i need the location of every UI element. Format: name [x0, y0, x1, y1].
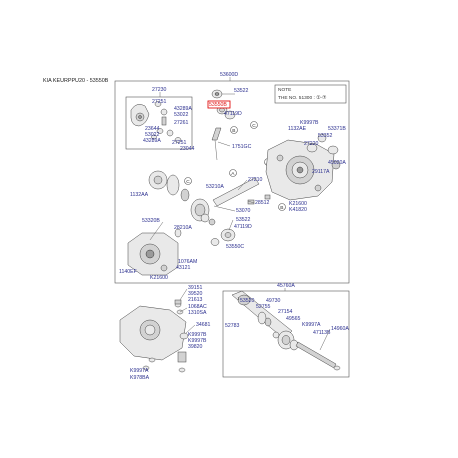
part-label-39820[interactable]: 39820: [188, 344, 203, 350]
callout-letter: C: [186, 179, 190, 185]
part-label-53070[interactable]: 53070: [236, 208, 251, 214]
part-label-53520[interactable]: 53520: [240, 298, 255, 304]
part-label-K9997B[interactable]: K9997B: [300, 120, 319, 126]
part-label-K9997Ab[interactable]: K9997A: [302, 322, 321, 328]
part-label-47119Db[interactable]: 47119D: [234, 224, 252, 230]
part-label-47119D[interactable]: 47119D: [224, 111, 242, 117]
part-label-K9997A[interactable]: K9997A: [130, 368, 149, 374]
part-label-28210A[interactable]: 28210A: [174, 225, 192, 231]
part-label-45760A[interactable]: 45760A: [277, 283, 295, 289]
part-label-1076AM[interactable]: 1076AM: [178, 259, 197, 265]
highlighted-part-box[interactable]: [207, 100, 231, 109]
part-label-53022b[interactable]: 53022: [145, 132, 160, 138]
actuator-assembly-drawing: [119, 299, 189, 373]
differential-housing-drawing: [265, 133, 341, 201]
part-label-27251b[interactable]: 27251: [172, 140, 187, 146]
part-label-1751GC[interactable]: 1751GC: [232, 144, 252, 150]
part-label-23644[interactable]: 23644: [145, 126, 160, 132]
callout-circle: [278, 203, 286, 211]
part-label-K9997Bb[interactable]: K9997B: [188, 338, 207, 344]
differential-case-drawing: [130, 101, 182, 143]
carrier-housing-drawing: [127, 228, 182, 276]
part-label-27251[interactable]: 27251: [152, 99, 167, 105]
assembly-frame: [114, 80, 350, 284]
part-label-14960A[interactable]: 14960A: [331, 326, 349, 332]
part-label-K21600[interactable]: K21600: [289, 201, 307, 207]
ring-gear-drawing: [148, 170, 271, 246]
part-label-1132AA[interactable]: 1132AA: [130, 192, 149, 198]
part-label-1132AE[interactable]: 1132AE: [288, 126, 307, 132]
part-label-1140EF[interactable]: 1140EF: [119, 269, 137, 275]
part-label-53522[interactable]: 53522: [234, 88, 249, 94]
part-label-53550C[interactable]: 53550C: [226, 244, 244, 250]
callout-letter: A: [231, 171, 235, 177]
part-label-28512[interactable]: 28512: [255, 200, 270, 206]
part-label-27220[interactable]: 27220: [304, 141, 319, 147]
callout-circle: [230, 126, 238, 134]
part-label-K21600b[interactable]: K21600: [150, 275, 168, 281]
part-label-53371B[interactable]: 53371B: [328, 126, 346, 132]
note-box: [274, 84, 347, 104]
part-label-49730[interactable]: 49730: [266, 298, 281, 304]
part-label-K41820[interactable]: K41820: [289, 207, 307, 213]
callout-circle: [229, 169, 237, 177]
diff-case-subframe: [125, 96, 193, 150]
part-label-1310SA[interactable]: 1310SA: [188, 310, 207, 316]
callout-letter: B: [232, 128, 235, 134]
part-label-43289A[interactable]: 43289A: [174, 106, 192, 112]
part-label-K978BA[interactable]: K978BA: [130, 375, 150, 381]
part-label-27261[interactable]: 27261: [174, 120, 189, 126]
part-label-49565[interactable]: 49565: [286, 316, 301, 322]
part-label-52755[interactable]: 52755: [256, 304, 271, 310]
note-title: NOTE: [278, 87, 291, 93]
part-label-K9997Ba[interactable]: K9997B: [188, 332, 207, 338]
part-label-47113B[interactable]: 47113B: [313, 330, 331, 336]
part-label-53352[interactable]: 53352: [318, 133, 333, 139]
part-label-43289Ab[interactable]: 43289A: [143, 138, 161, 144]
callout-letter: C: [252, 123, 256, 129]
drive-shaft-drawing: [231, 290, 341, 371]
leader-lines: [149, 93, 331, 351]
part-label-53210A[interactable]: 53210A: [206, 184, 224, 190]
part-label-1068AC[interactable]: 1068AC: [188, 304, 207, 310]
part-label-39151[interactable]: 39151: [188, 285, 203, 291]
model-header: KIA KEURPPU20 - 53550B: [43, 78, 109, 84]
callout-circle: [184, 177, 192, 185]
part-label-29117A[interactable]: 29117A: [312, 169, 330, 175]
part-label-43121[interactable]: 43121: [176, 265, 191, 271]
part-label-45020A[interactable]: 45020A: [328, 160, 346, 166]
part-label-53320B[interactable]: 53320B: [142, 218, 160, 224]
callout-letter: B: [280, 205, 283, 211]
callout-circle: [250, 121, 258, 129]
highlighted-part-label[interactable]: 53550B: [209, 102, 227, 108]
part-label-27210[interactable]: 27210: [248, 177, 263, 183]
part-label-39520[interactable]: 39520: [188, 291, 203, 297]
part-label-21613[interactable]: 21613: [188, 297, 203, 303]
part-label-27154[interactable]: 27154: [278, 309, 293, 315]
part-label-52783[interactable]: 52783: [225, 323, 240, 329]
note-text: THE NO. 51300 : ①-⑦: [278, 95, 327, 101]
part-label-53022[interactable]: 53022: [174, 112, 189, 118]
part-label-53522b[interactable]: 53522: [236, 217, 251, 223]
part-label-27230[interactable]: 27230: [152, 87, 167, 93]
part-label-53600D[interactable]: 53600D: [220, 72, 238, 78]
shaft-assembly-frame: [222, 290, 350, 378]
part-label-23044[interactable]: 23044: [180, 146, 195, 152]
part-label-34681[interactable]: 34681: [196, 322, 211, 328]
